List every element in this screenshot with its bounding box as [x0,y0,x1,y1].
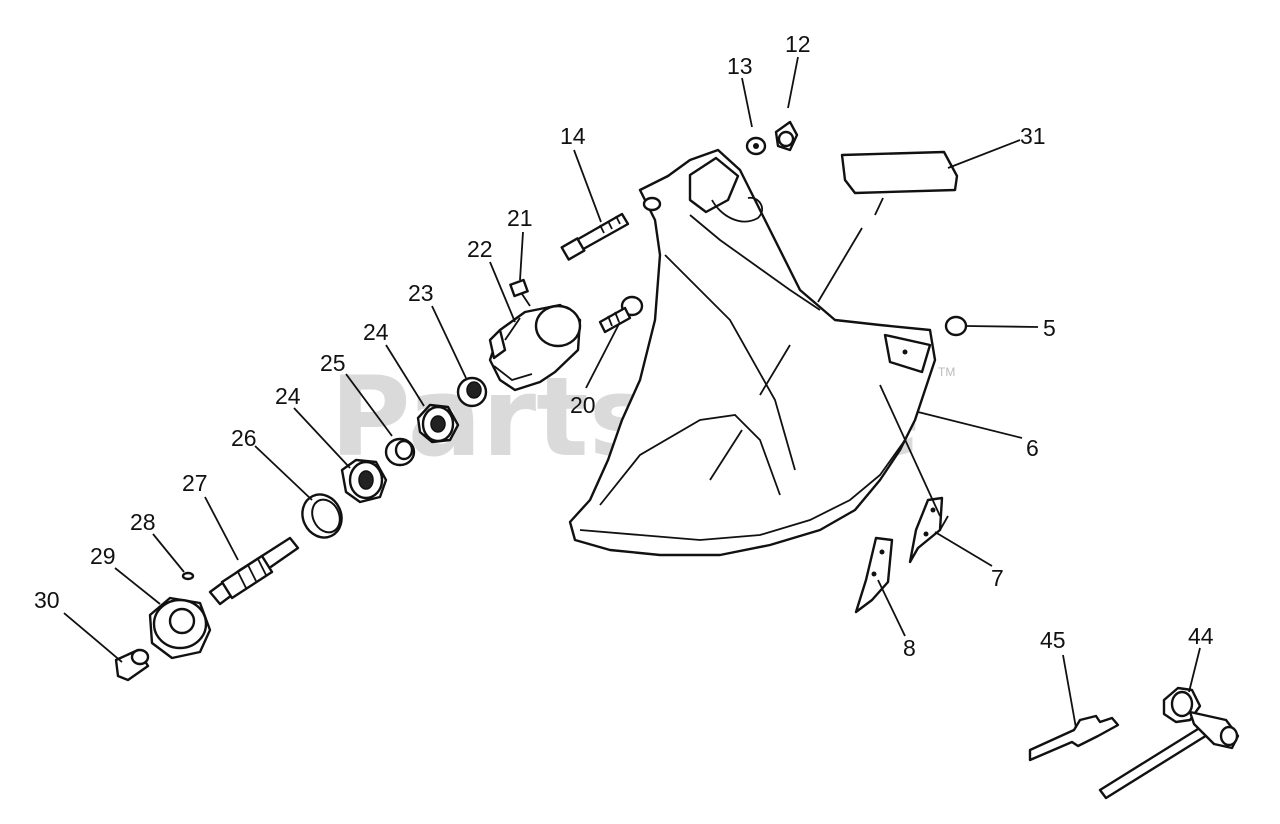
callout-labels: 12 13 14 31 21 22 23 24 25 24 20 5 6 26 … [34,31,1214,661]
callout-44[interactable]: 44 [1188,623,1214,649]
socket-wrench-44[interactable] [1098,686,1240,800]
callout-6[interactable]: 6 [1026,435,1039,461]
cap-30[interactable] [114,648,150,682]
callout-30[interactable]: 30 [34,587,60,613]
callout-12[interactable]: 12 [785,31,811,57]
snap-ring-26[interactable] [295,488,348,544]
callout-14[interactable]: 14 [560,123,586,149]
callout-27[interactable]: 27 [182,470,208,496]
decal-label[interactable] [840,150,959,195]
ring-23[interactable] [456,376,488,408]
callout-29[interactable]: 29 [90,543,116,569]
bolt-20[interactable] [598,295,644,334]
callout-5[interactable]: 5 [1043,315,1056,341]
callout-22[interactable]: 22 [467,236,493,262]
callout-8[interactable]: 8 [903,635,916,661]
callout-25[interactable]: 25 [320,350,346,376]
callout-20[interactable]: 20 [570,392,596,418]
debris-shield[interactable] [568,148,937,557]
bearing-24-lower[interactable] [340,458,388,504]
knob-5[interactable] [944,315,968,337]
callout-28[interactable]: 28 [130,509,156,535]
bolt-14[interactable] [560,212,630,261]
blade-7[interactable] [908,496,944,564]
callout-7[interactable]: 7 [991,565,1004,591]
callout-23[interactable]: 23 [408,280,434,306]
callout-13[interactable]: 13 [727,53,753,79]
bearing-24-upper[interactable] [416,403,460,444]
gear-case[interactable] [488,303,582,392]
callout-26[interactable]: 26 [231,425,257,451]
callout-24-upper[interactable]: 24 [363,319,389,345]
key-28[interactable] [181,571,195,581]
spacer-25[interactable] [384,437,416,467]
callout-31[interactable]: 31 [1020,123,1046,149]
callout-45[interactable]: 45 [1040,627,1066,653]
callout-21[interactable]: 21 [507,205,533,231]
screw-21[interactable] [509,278,531,307]
shaft-27[interactable] [208,536,300,606]
holder-29[interactable] [148,596,212,660]
watermark-tm: TM [938,365,955,379]
wrench-45[interactable] [1028,714,1120,762]
wing-nut-12[interactable] [774,120,799,152]
callout-24-lower[interactable]: 24 [275,383,301,409]
leader-lines [63,56,1201,729]
